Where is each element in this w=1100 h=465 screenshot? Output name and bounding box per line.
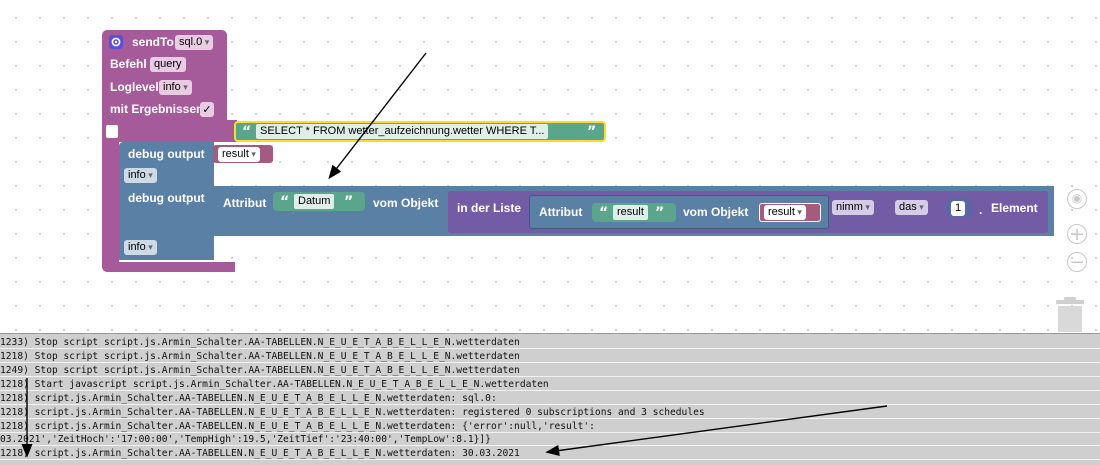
- quote-close-icon: ”: [655, 205, 665, 221]
- results-checkbox[interactable]: ✓: [200, 102, 214, 117]
- debug-socket-1: [206, 145, 214, 159]
- debug-level-dropdown-1[interactable]: info: [124, 168, 157, 183]
- sendto-instance-dropdown[interactable]: sql.0: [175, 35, 214, 50]
- inner-object-label: vom Objekt: [683, 205, 749, 219]
- loglevel-dropdown[interactable]: info: [159, 80, 192, 95]
- sendto-block-spine: [102, 140, 119, 264]
- inner-attribute-label: Attribut: [539, 205, 583, 219]
- blockly-workspace[interactable]: sendTo sql.0 Befehl query Loglevel info …: [0, 0, 1100, 333]
- index-number-input[interactable]: 1: [951, 201, 966, 216]
- loglevel-label: Loglevel: [110, 80, 159, 94]
- debug-output-label: debug output: [128, 147, 205, 161]
- quote-close-icon: ”: [344, 194, 354, 210]
- quote-open-icon: “: [280, 194, 290, 210]
- attribute-text-input[interactable]: Datum: [294, 194, 335, 209]
- quote-open-icon: “: [242, 124, 252, 140]
- quote-close-icon: ”: [587, 124, 597, 140]
- inner-attribute-text-input[interactable]: result: [613, 205, 648, 220]
- sendto-block-bottom: [102, 262, 235, 272]
- sendto-block-inner-edge: [227, 120, 237, 142]
- log-line: 1218) Start javascript script.js.Armin_S…: [0, 379, 1100, 391]
- log-line: 03.2021','ZeitHoch':'17:00:00','TempHigh…: [0, 434, 1100, 446]
- trash-icon[interactable]: [1054, 296, 1086, 332]
- inner-attribute-block[interactable]: [529, 195, 829, 229]
- dot-label: .: [979, 203, 983, 217]
- debug-level-dropdown-2[interactable]: info: [124, 240, 157, 255]
- log-console[interactable]: 1233) Stop script script.js.Armin_Schalt…: [0, 333, 1100, 465]
- command-input[interactable]: query: [150, 57, 186, 72]
- log-line: 1218) script.js.Armin_Schalter.AA-TABELL…: [0, 448, 1100, 460]
- log-line: 1218) script.js.Armin_Schalter.AA-TABELL…: [0, 407, 1100, 419]
- attribute-label: Attribut: [223, 196, 267, 210]
- log-line: 1233) Stop script script.js.Armin_Schalt…: [0, 337, 1100, 349]
- gear-icon[interactable]: [109, 35, 123, 49]
- debug-output-label: debug output: [128, 191, 205, 205]
- take-dropdown[interactable]: nimm: [832, 200, 874, 215]
- minus-icon[interactable]: −: [1067, 252, 1087, 272]
- sendto-label: sendTo: [132, 35, 174, 49]
- query-text-input[interactable]: SELECT * FROM wetter_aufzeichnung.wetter…: [256, 124, 549, 139]
- inner-result-variable-dropdown[interactable]: result: [764, 205, 806, 220]
- object-label: vom Objekt: [373, 196, 439, 210]
- input-socket: [106, 125, 118, 138]
- log-line: 1218) Stop script script.js.Armin_Schalt…: [0, 351, 1100, 363]
- log-line: 1218) script.js.Armin_Schalter.AA-TABELL…: [0, 421, 1100, 433]
- quote-open-icon: “: [599, 205, 609, 221]
- target-icon[interactable]: ◉: [1067, 189, 1087, 209]
- results-label: mit Ergebnissen: [110, 102, 204, 116]
- befehl-label: Befehl: [110, 57, 147, 71]
- log-line: 1249) Stop script script.js.Armin_Schalt…: [0, 365, 1100, 377]
- list-label: in der Liste: [457, 201, 522, 215]
- plus-icon[interactable]: +: [1067, 224, 1087, 244]
- result-variable-dropdown[interactable]: result: [218, 147, 260, 162]
- which-dropdown[interactable]: das: [895, 200, 928, 215]
- element-label: Element: [991, 201, 1038, 215]
- log-line: 1218) script.js.Armin_Schalter.AA-TABELL…: [0, 393, 1100, 405]
